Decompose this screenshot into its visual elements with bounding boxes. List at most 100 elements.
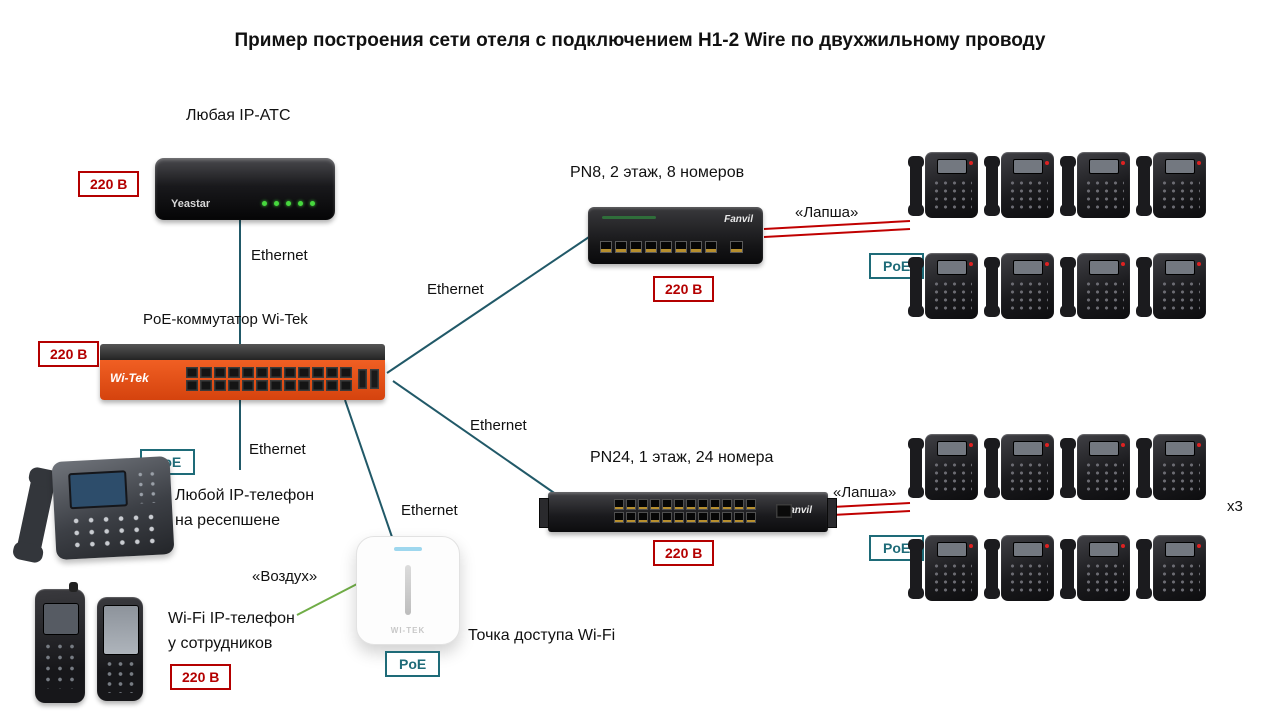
pn8-uplink-port	[730, 241, 743, 253]
poe-badge-ap: PoE	[385, 651, 441, 677]
lapsha-label-pn24: «Лапша»	[833, 484, 897, 501]
wifi-handset-dect	[35, 582, 85, 703]
ethernet-port	[270, 367, 282, 378]
ethernet-port	[228, 380, 240, 391]
phone-softkeys	[134, 468, 162, 504]
ethernet-port	[662, 512, 672, 523]
ethernet-port	[674, 512, 684, 523]
ap-led	[394, 547, 422, 551]
room-ip-phone	[984, 148, 1056, 224]
phone-grid-floor2	[908, 148, 1212, 325]
ethernet-port	[698, 512, 708, 523]
ethernet-port	[298, 380, 310, 391]
ethernet-port	[242, 380, 254, 391]
ethernet-port	[734, 499, 744, 510]
room-ip-phone	[984, 430, 1056, 506]
room-ip-phone	[1136, 249, 1208, 325]
ethernet-port	[614, 512, 624, 523]
ethernet-port	[298, 367, 310, 378]
ethernet-port	[626, 512, 636, 523]
room-ip-phone	[1136, 531, 1208, 607]
handset-keypad	[104, 659, 136, 693]
ethernet-label-pbx: Ethernet	[251, 247, 308, 264]
handset-screen	[43, 603, 79, 635]
pn24-device: Fanvil	[539, 492, 837, 532]
reception-ip-phone	[15, 455, 175, 563]
ethernet-port	[270, 380, 282, 391]
ethernet-port	[256, 380, 268, 391]
ethernet-port	[312, 380, 324, 391]
ethernet-port	[614, 499, 624, 510]
room-ip-phone	[1136, 430, 1208, 506]
power-badge-ipats: 220 В	[78, 171, 140, 197]
ethernet-port	[690, 241, 702, 253]
ethernet-port	[200, 380, 212, 391]
wifi-handset-smart	[97, 597, 143, 701]
sfp-ports	[358, 369, 379, 389]
ethernet-port	[660, 241, 672, 253]
ethernet-port	[638, 512, 648, 523]
pn8-marking	[602, 216, 656, 219]
pn24-label: PN24, 1 этаж, 24 номера	[590, 449, 774, 466]
room-ip-phone	[1060, 430, 1132, 506]
poe-switch-device: Wi-Tek	[100, 344, 385, 400]
ethernet-port	[650, 499, 660, 510]
ethernet-port	[698, 499, 708, 510]
room-ip-phone	[1060, 249, 1132, 325]
phone-keypad	[68, 510, 163, 552]
power-badge-switch: 220 В	[38, 341, 100, 367]
ethernet-port	[326, 367, 338, 378]
pn24-ports	[614, 499, 756, 523]
ethernet-port	[186, 367, 198, 378]
fanvil-brand-pn24: Fanvil	[783, 505, 812, 516]
ethernet-port	[686, 499, 696, 510]
ethernet-port	[645, 241, 657, 253]
ethernet-port	[284, 380, 296, 391]
room-ip-phone	[908, 148, 980, 224]
ethernet-port	[326, 380, 338, 391]
phone-handset	[15, 469, 57, 561]
switch-ports	[186, 367, 352, 391]
switch-top	[100, 344, 385, 360]
reception-phone-label: Любой IP-телефон на ресепшене	[175, 487, 315, 529]
ap-label: Точка доступа Wi-Fi	[468, 627, 616, 644]
room-ip-phone	[1060, 531, 1132, 607]
air-label: «Воздух»	[252, 568, 318, 585]
ethernet-port	[686, 512, 696, 523]
ethernet-port	[626, 499, 636, 510]
ethernet-label-phone: Ethernet	[249, 441, 306, 458]
power-badge-pn24: 220 В	[653, 540, 715, 566]
ethernet-port	[284, 367, 296, 378]
diagram-title: Пример построения сети отеля с подключен…	[234, 30, 1046, 51]
pn24-power-port	[776, 504, 792, 518]
ethernet-port	[674, 499, 684, 510]
ethernet-port	[675, 241, 687, 253]
ethernet-port	[214, 367, 226, 378]
pn8-ports	[600, 241, 717, 253]
ap-slot	[405, 565, 411, 615]
ethernet-port	[200, 367, 212, 378]
wifi-access-point: WI-TEK	[356, 536, 460, 645]
ethernet-port	[710, 512, 720, 523]
phone-screen	[68, 470, 128, 510]
ethernet-port	[186, 380, 198, 391]
ethernet-port	[600, 241, 612, 253]
pn8-label: PN8, 2 этаж, 8 номеров	[570, 164, 745, 181]
ethernet-port	[705, 241, 717, 253]
ethernet-port	[256, 367, 268, 378]
ethernet-label-ap: Ethernet	[401, 502, 458, 519]
ethernet-port	[734, 512, 744, 523]
ethernet-label-pn24: Ethernet	[470, 417, 527, 434]
handset-keypad	[42, 641, 78, 689]
ethernet-port	[662, 499, 672, 510]
room-ip-phone	[908, 531, 980, 607]
ethernet-port	[710, 499, 720, 510]
ethernet-port	[340, 380, 352, 391]
ethernet-port	[630, 241, 642, 253]
yeastar-brand: Yeastar	[171, 198, 211, 210]
ethernet-port	[746, 499, 756, 510]
power-badge-wifi-phone: 220 В	[170, 664, 232, 690]
ip-pbx-device: Yeastar	[155, 158, 335, 220]
ethernet-port	[615, 241, 627, 253]
